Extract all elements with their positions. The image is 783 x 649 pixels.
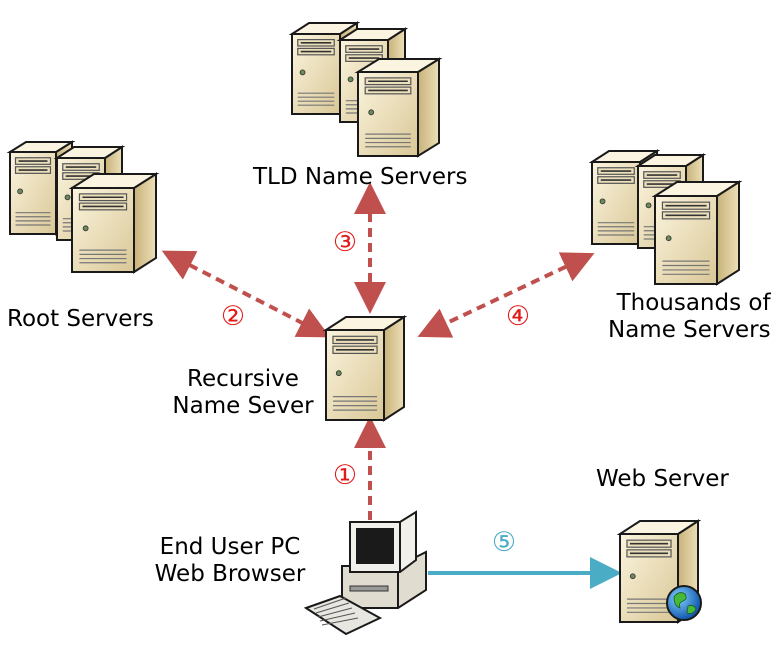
thousands-server-icon-3 [651, 180, 743, 286]
recursive-server-icon [322, 315, 408, 422]
web-server-label: Web Server [596, 466, 729, 492]
step-5-marker: ⑤ [491, 527, 517, 558]
thousands-servers-label: Thousands of Name Servers [608, 290, 771, 344]
arrow-step-2 [161, 250, 331, 338]
thousands-label-line2: Name Servers [608, 317, 771, 343]
step-4-marker: ④ [505, 301, 531, 332]
thousands-label-line1: Thousands of [616, 290, 771, 316]
query-arrows [161, 182, 622, 589]
end-user-label-line1: End User PC [159, 534, 301, 560]
desktop-pc-icon [303, 510, 427, 636]
step-2-marker: ② [220, 301, 246, 332]
arrow-step-4 [417, 252, 595, 338]
step-1-marker: ① [332, 460, 358, 491]
thousands-server-icon-1 [588, 149, 661, 246]
recursive-server-label: Recursive Name Sever [168, 366, 318, 420]
server-icons [6, 21, 743, 636]
recursive-label-line1: Recursive [187, 366, 299, 392]
tld-server-icon-3 [354, 57, 443, 158]
recursive-label-line2: Name Sever [172, 393, 314, 419]
step-3-marker: ③ [332, 227, 358, 258]
globe-icon [666, 585, 702, 621]
root-servers-label: Root Servers [7, 306, 154, 332]
end-user-label-line2: Web Browser [154, 561, 306, 587]
end-user-pc-label: End User PC Web Browser [146, 534, 314, 588]
root-server-icon-3 [68, 172, 160, 274]
tld-servers-label: TLD Name Servers [253, 164, 468, 190]
